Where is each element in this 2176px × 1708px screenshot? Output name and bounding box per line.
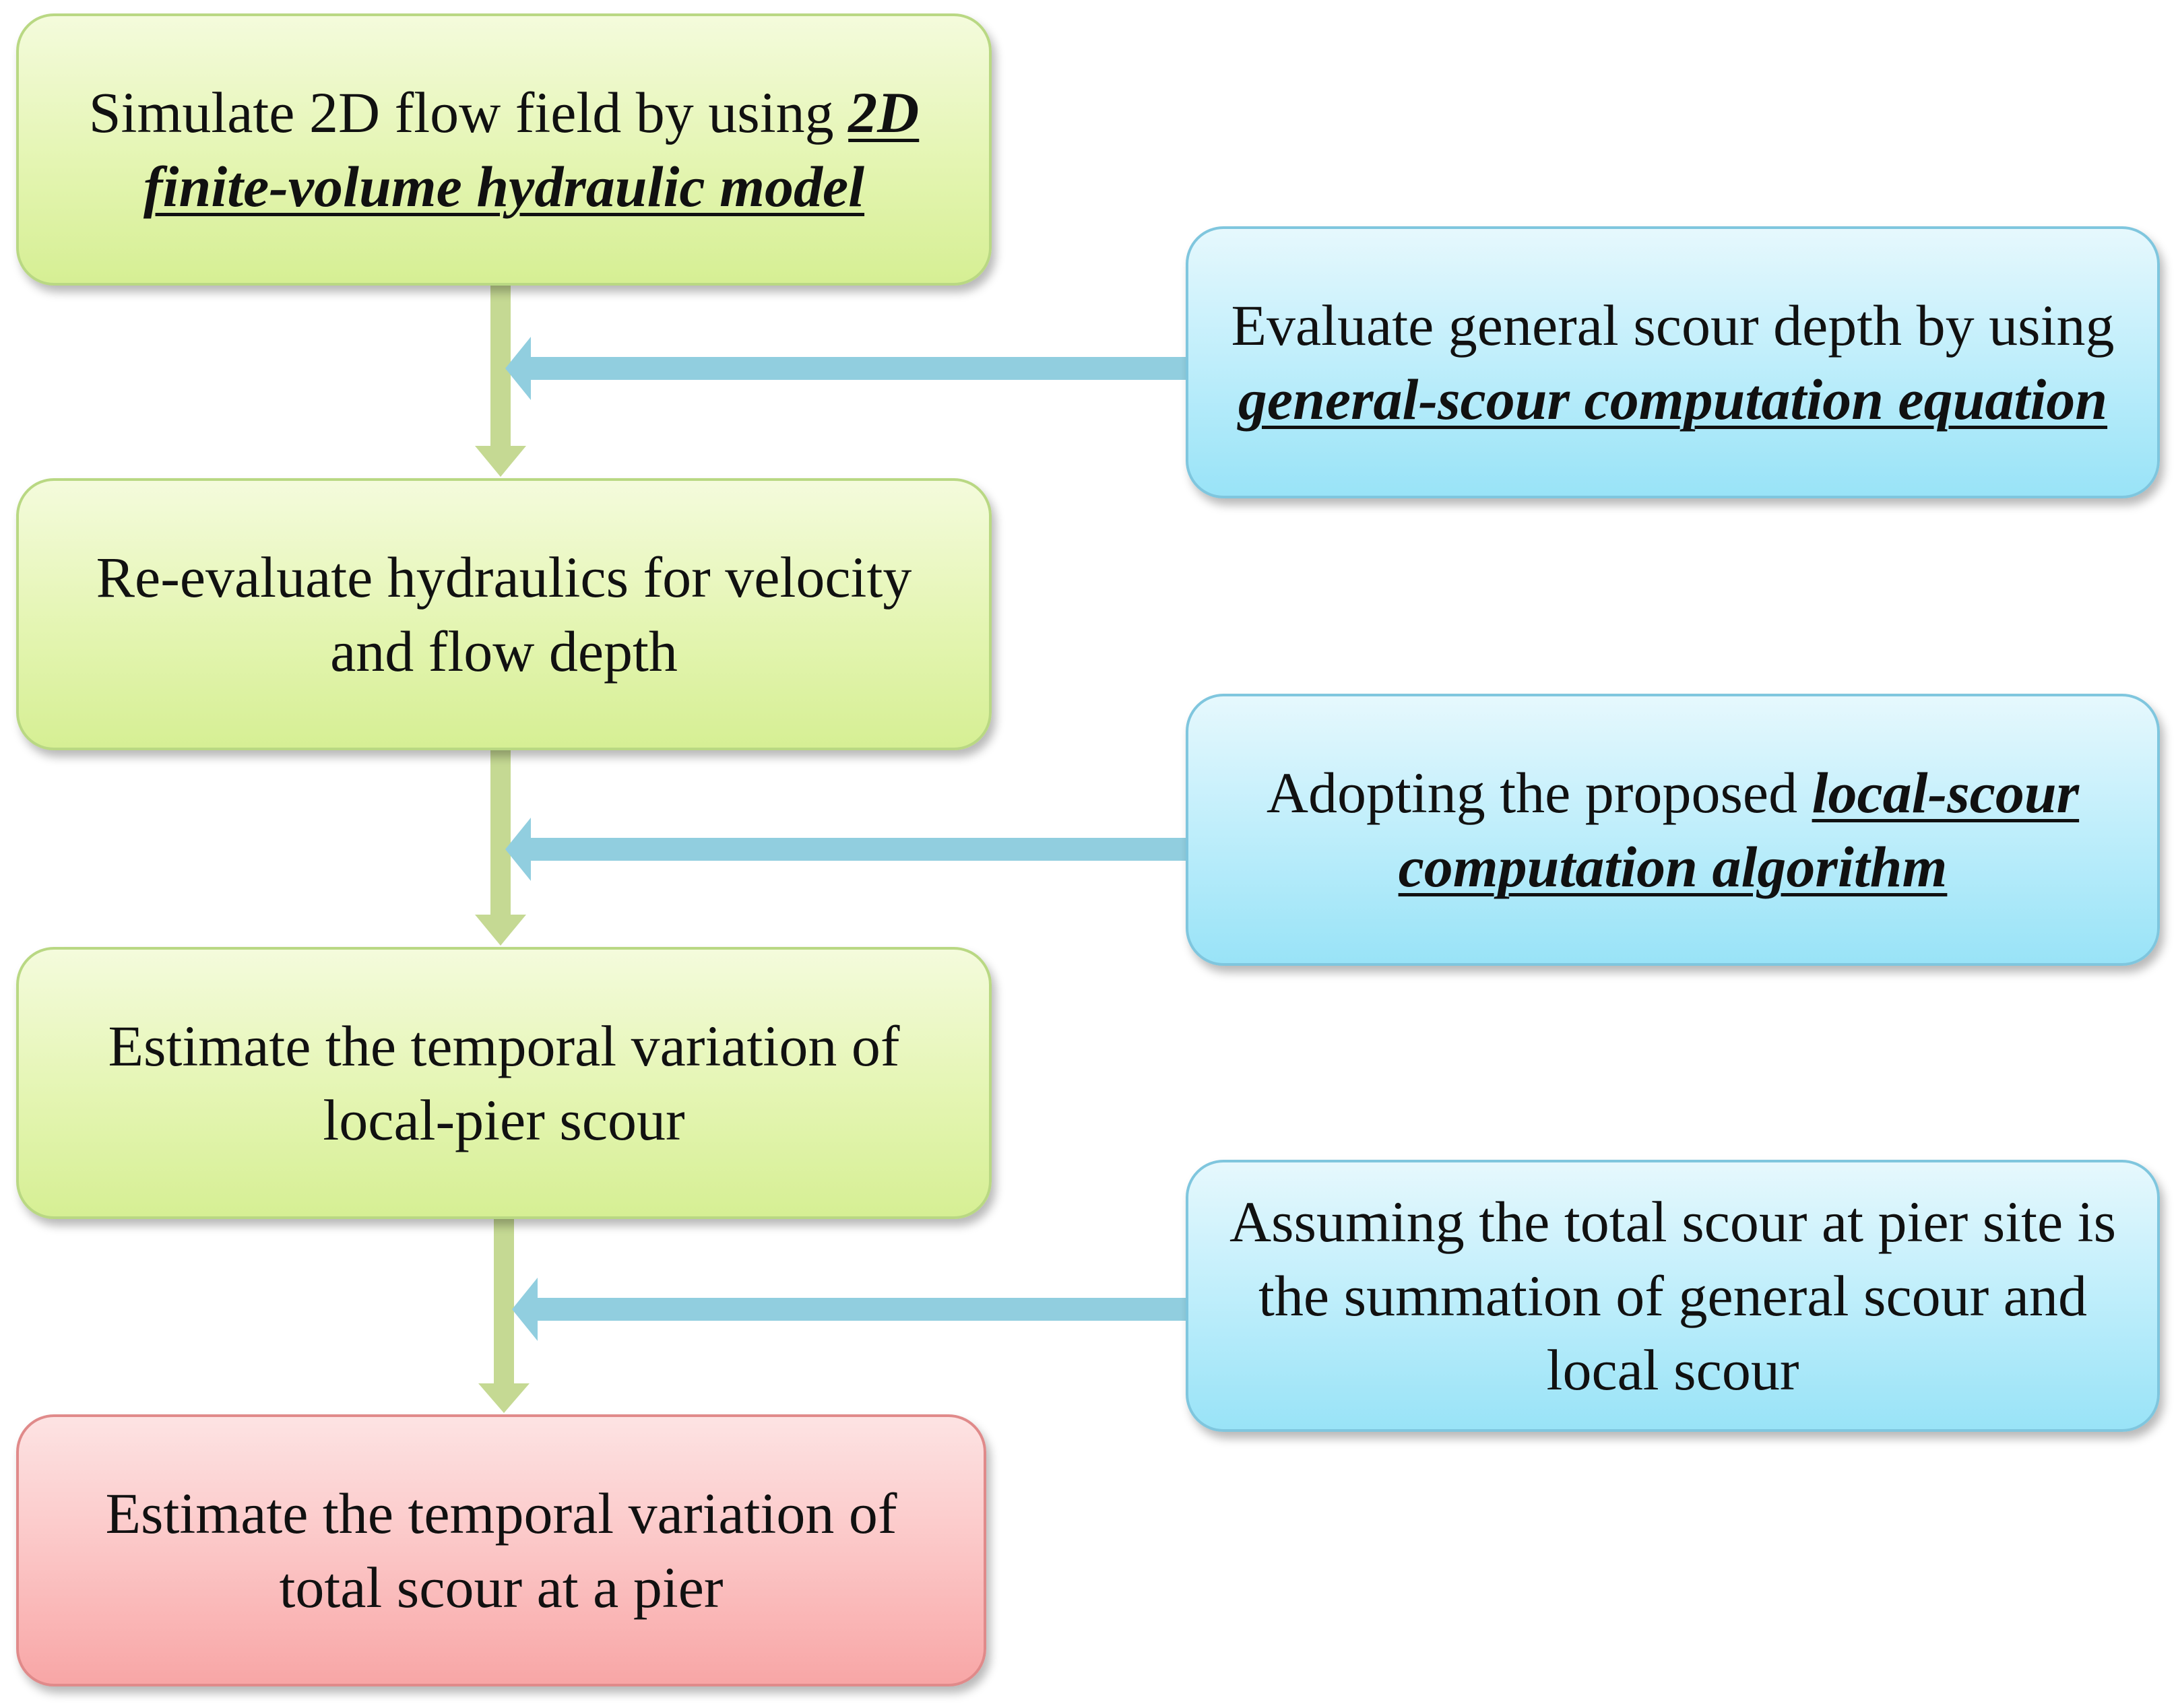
input-text: Assuming the total scour at pier site is… [1229,1189,2117,1402]
input-emphasis: local-scour computation algorithm [1398,760,2080,899]
step-text: Re-evaluate hydraulics for velocity and … [96,545,912,684]
step-estimate-local-scour-text: Estimate the temporal variation of local… [19,1009,989,1157]
arrow-side2-to-flow [505,818,1186,881]
step-estimate-local-scour: Estimate the temporal variation of local… [16,947,992,1219]
step-simulate-flow-field-text: Simulate 2D flow field by using 2D finit… [19,75,989,224]
step-reevaluate-hydraulics-text: Re-evaluate hydraulics for velocity and … [19,540,989,688]
step-text: Estimate the temporal variation of local… [108,1014,900,1152]
step-reevaluate-hydraulics: Re-evaluate hydraulics for velocity and … [16,478,992,750]
step-estimate-total-scour-text: Estimate the temporal variation of total… [19,1476,984,1624]
arrow-side3-to-flow [512,1278,1186,1341]
step-emphasis: 2D finite-volume hydraulic model [143,80,920,219]
arrow-step3-to-step4 [478,1219,530,1413]
step-text: Estimate the temporal variation of total… [105,1481,897,1620]
step-simulate-flow-field: Simulate 2D flow field by using 2D finit… [16,13,992,286]
input-emphasis: general-scour computation equation [1238,367,2108,432]
arrow-step2-to-step3 [475,750,526,946]
input-general-scour: Evaluate general scour depth by using ge… [1186,226,2160,498]
input-general-scour-text: Evaluate general scour depth by using ge… [1188,288,2157,436]
input-total-scour-assumption-text: Assuming the total scour at pier site is… [1188,1185,2157,1407]
step-text: Simulate 2D flow field by using [88,80,849,145]
input-local-scour-algorithm: Adopting the proposed local-scour comput… [1186,694,2160,966]
step-estimate-total-scour: Estimate the temporal variation of total… [16,1414,986,1686]
input-text: Adopting the proposed [1266,760,1812,825]
arrow-side1-to-flow [505,337,1186,400]
input-local-scour-algorithm-text: Adopting the proposed local-scour comput… [1188,756,2157,904]
input-total-scour-assumption: Assuming the total scour at pier site is… [1186,1160,2160,1432]
arrow-step1-to-step2 [475,286,526,477]
input-text: Evaluate general scour depth by using [1231,293,2115,358]
